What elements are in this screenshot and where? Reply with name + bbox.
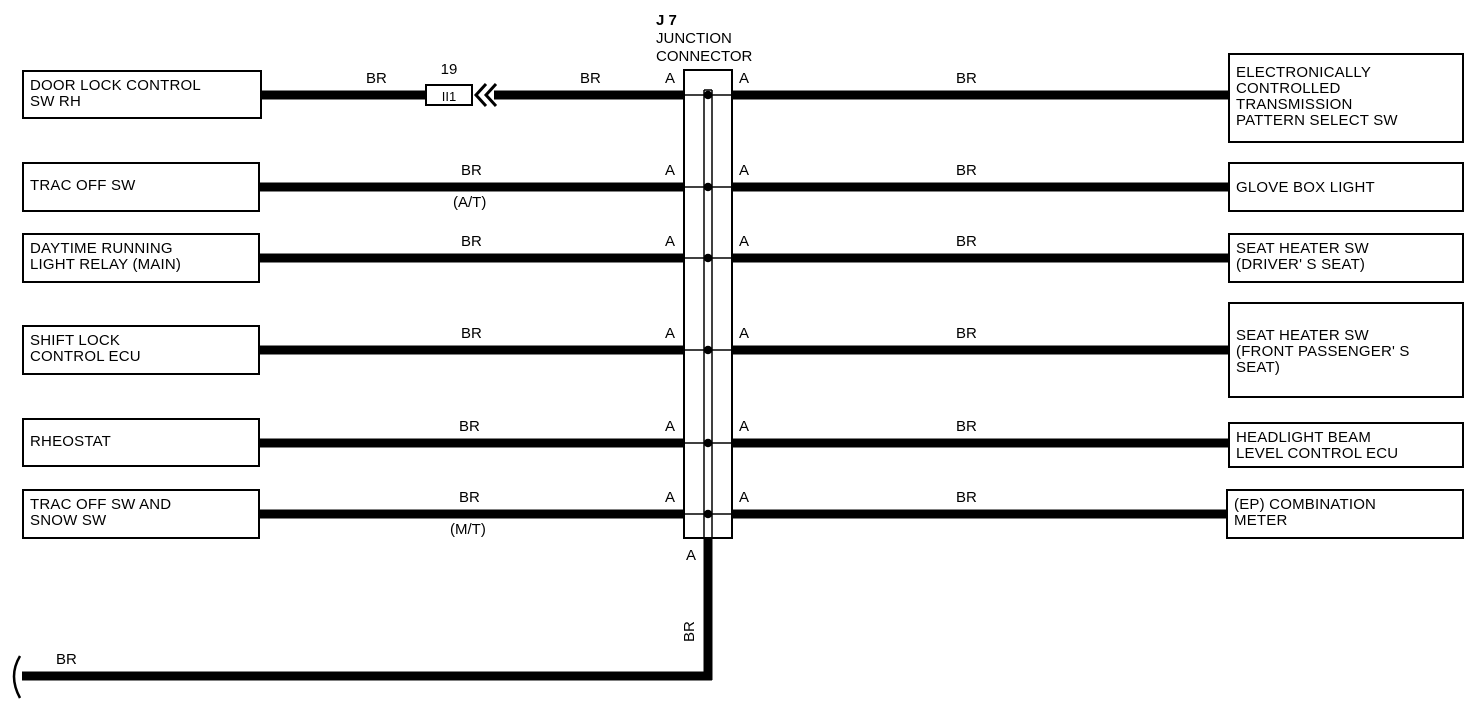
wire-label-left-6: BR <box>459 489 480 506</box>
inline-connector-number: 19 <box>441 61 458 78</box>
wire-label-right-4: BR <box>956 325 977 342</box>
component-door-lock-control-sw-rh: DOOR LOCK CONTROL SW RH <box>22 70 262 119</box>
pin-label-right-3: A <box>739 233 750 250</box>
wire-break-mark <box>12 655 22 699</box>
pin-label-left-2: A <box>665 162 676 179</box>
pin-label-left-1: A <box>665 70 676 87</box>
component-rheostat: RHEOSTAT <box>22 418 260 467</box>
pin-label-left-4: A <box>665 325 676 342</box>
wires <box>22 90 1228 681</box>
wire-label-left-4: BR <box>461 325 482 342</box>
pin-label-right-1: A <box>739 70 750 87</box>
component-combination-meter: (EP) COMBINATION METER <box>1226 489 1464 539</box>
pin-label-left-3: A <box>665 233 676 250</box>
component-seat-heater-sw-driver: SEAT HEATER SW (DRIVER' S SEAT) <box>1228 233 1464 283</box>
junction-connector-body <box>683 69 733 539</box>
component-shift-lock-control-ecu: SHIFT LOCK CONTROL ECU <box>22 325 260 375</box>
junction-name-line2: CONNECTOR <box>656 48 753 65</box>
wire-label-left-2: BR <box>461 162 482 179</box>
component-seat-heater-sw-front-passenger: SEAT HEATER SW (FRONT PASSENGER' S SEAT) <box>1228 302 1464 398</box>
wire-note-left-6: (M/T) <box>450 521 486 538</box>
wire-label-right-3: BR <box>956 233 977 250</box>
component-trac-off-sw-and-snow-sw: TRAC OFF SW AND SNOW SW <box>22 489 260 539</box>
pin-label-right-6: A <box>739 489 750 506</box>
wire-label-left-5: BR <box>459 418 480 435</box>
wire-label-right-6: BR <box>956 489 977 506</box>
wire-note-left-2: (A/T) <box>453 194 487 211</box>
component-daytime-running-light-relay: DAYTIME RUNNING LIGHT RELAY (MAIN) <box>22 233 260 283</box>
wire-label-right-5: BR <box>956 418 977 435</box>
junction-name-line1: JUNCTION <box>656 30 732 47</box>
component-headlight-beam-level-control-ecu: HEADLIGHT BEAM LEVEL CONTROL ECU <box>1228 422 1464 468</box>
inline-connector-code: II1 <box>442 89 456 104</box>
wire-label-right-1: BR <box>956 70 977 87</box>
pin-label-right-5: A <box>739 418 750 435</box>
pin-label-ground: A <box>686 547 697 564</box>
ground-horizontal-wire-label: BR <box>56 651 77 668</box>
ground-vertical-wire-label: BR <box>681 621 698 642</box>
inline-connector-body <box>425 84 473 106</box>
pin-label-left-5: A <box>665 418 676 435</box>
wire-label-right-2: BR <box>956 162 977 179</box>
junction-code: J 7 <box>656 12 677 29</box>
inline-connector-chevron-icon <box>473 82 498 108</box>
wire-label-left-3: BR <box>461 233 482 250</box>
wire-label-left-1b: BR <box>580 70 601 87</box>
component-trac-off-sw: TRAC OFF SW <box>22 162 260 212</box>
pin-label-right-2: A <box>739 162 750 179</box>
component-ectpattern-select-sw: ELECTRONICALLY CONTROLLED TRANSMISSION P… <box>1228 53 1464 143</box>
pin-label-right-4: A <box>739 325 750 342</box>
wire-label-left-1a: BR <box>366 70 387 87</box>
junction-nodes <box>684 90 732 519</box>
component-glove-box-light: GLOVE BOX LIGHT <box>1228 162 1464 212</box>
pin-label-left-6: A <box>665 489 676 506</box>
